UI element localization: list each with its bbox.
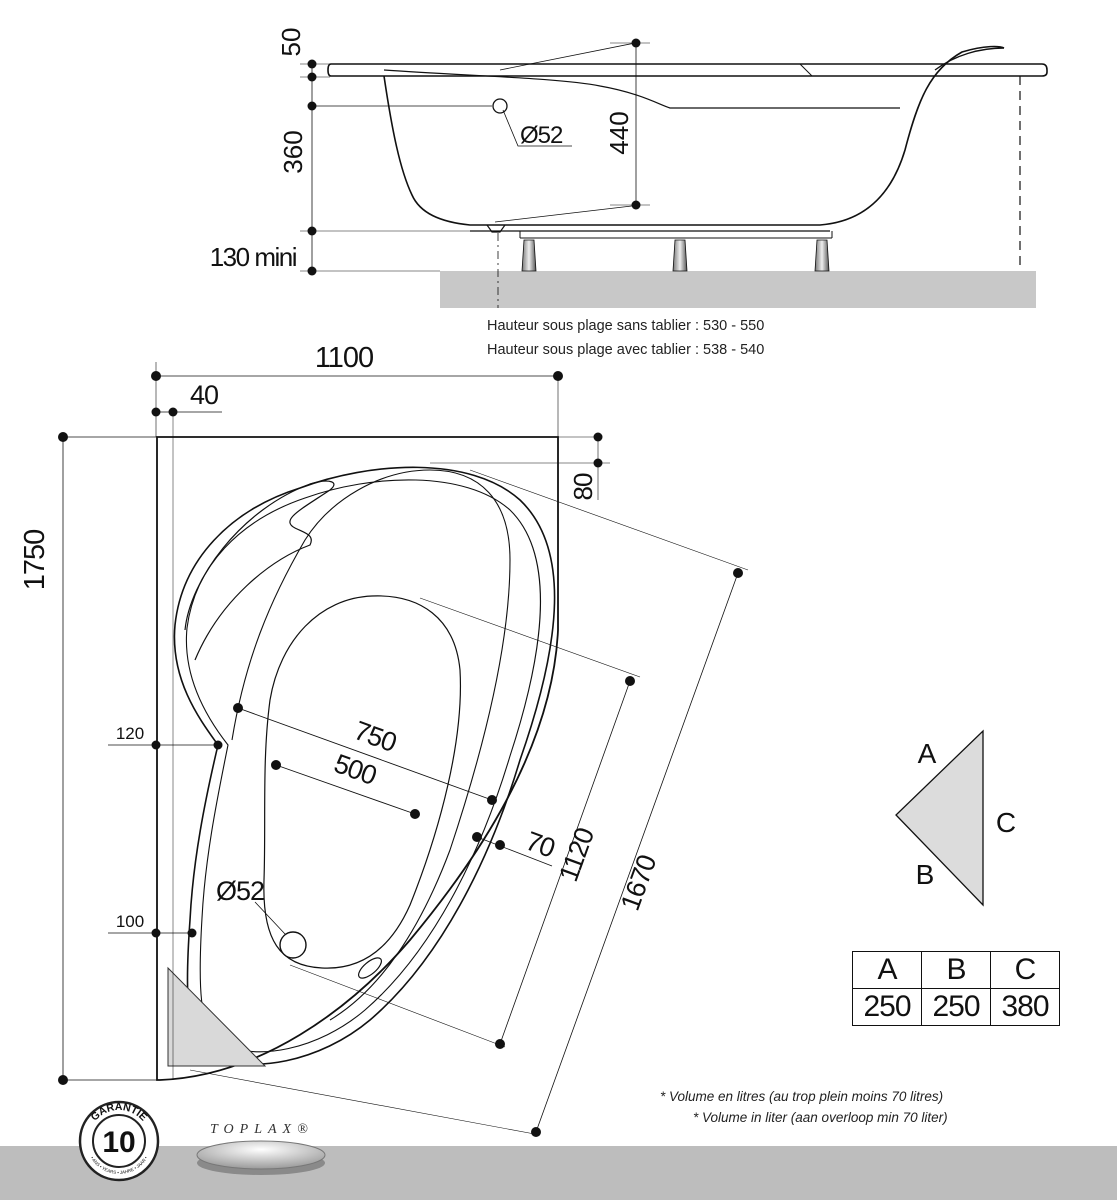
top-dim-500: 500 bbox=[330, 748, 380, 791]
badge-years: 10 bbox=[102, 1126, 135, 1159]
volume-table-header-row: A B C bbox=[852, 951, 1060, 989]
abc-triangle bbox=[895, 729, 984, 907]
abc-triangle-diagram: A B C bbox=[895, 729, 1016, 907]
triangle-label-a: A bbox=[918, 738, 937, 769]
volume-value-b: 250 bbox=[921, 988, 991, 1026]
inner-seat bbox=[383, 69, 900, 109]
top-dim-120: 120 bbox=[116, 724, 144, 743]
volume-table-value-row: 250 250 380 bbox=[852, 988, 1060, 1026]
warranty-badge: GARANTIE • ANS • YEARS • JAHRE • JAAR • … bbox=[78, 1100, 160, 1182]
footer-band bbox=[0, 1146, 1117, 1200]
floor bbox=[440, 271, 1036, 308]
side-dim-130: 130 mini bbox=[210, 242, 297, 272]
triangle-label-b: B bbox=[916, 859, 935, 890]
footnote-nl: * Volume in liter (aan overloop min 70 l… bbox=[693, 1110, 948, 1125]
side-dim-440: 440 bbox=[604, 111, 634, 154]
inner-basin bbox=[263, 595, 462, 969]
drain-pipe bbox=[486, 224, 506, 233]
volume-table: A B C 250 250 380 bbox=[852, 951, 1060, 1026]
overflow-hole bbox=[492, 98, 508, 114]
toplax-logo-disc bbox=[196, 1140, 326, 1175]
side-drain-label: Ø52 bbox=[520, 122, 563, 149]
tub-rim bbox=[327, 63, 1048, 77]
top-drain-label: Ø52 bbox=[216, 876, 264, 906]
headrest bbox=[184, 480, 335, 661]
brand-logo: TOPLAX® bbox=[210, 1122, 314, 1137]
headrest bbox=[934, 47, 1005, 71]
side-dim-360: 360 bbox=[278, 130, 308, 173]
top-dim-1120: 1120 bbox=[553, 824, 600, 885]
volume-header-a: A bbox=[852, 951, 922, 989]
drain-circle bbox=[279, 931, 307, 959]
tub-inner-outline bbox=[185, 479, 541, 1053]
top-view: 1100 40 1750 80 120 100 750 500 70 1120 … bbox=[19, 342, 749, 1137]
top-dim-100: 100 bbox=[116, 912, 144, 931]
top-dim-80: 80 bbox=[568, 473, 598, 500]
note-height-with-panel: Hauteur sous plage avec tablier : 538 - … bbox=[487, 342, 765, 358]
side-view: 50 360 440 130 mini Ø52 bbox=[210, 28, 1048, 308]
tub-body bbox=[383, 45, 1005, 226]
top-dim-1750: 1750 bbox=[19, 530, 51, 591]
footnote-fr: * Volume en litres (au trop plein moins … bbox=[660, 1089, 944, 1104]
volume-value-c: 380 bbox=[990, 988, 1060, 1026]
top-dim-40: 40 bbox=[190, 380, 218, 410]
top-dim-70: 70 bbox=[522, 826, 559, 864]
top-dim-1100: 1100 bbox=[315, 342, 373, 374]
overflow-slot bbox=[358, 957, 382, 979]
support-legs bbox=[521, 239, 830, 272]
corner-shelf bbox=[167, 966, 267, 1067]
top-dim-1670: 1670 bbox=[615, 851, 662, 914]
side-dim-50: 50 bbox=[276, 28, 306, 57]
volume-value-a: 250 bbox=[852, 988, 922, 1026]
note-height-without-panel: Hauteur sous plage sans tablier : 530 - … bbox=[487, 318, 765, 334]
volume-header-b: B bbox=[921, 951, 991, 989]
volume-header-c: C bbox=[990, 951, 1060, 989]
triangle-label-c: C bbox=[996, 807, 1016, 838]
body-outline bbox=[231, 469, 511, 1021]
